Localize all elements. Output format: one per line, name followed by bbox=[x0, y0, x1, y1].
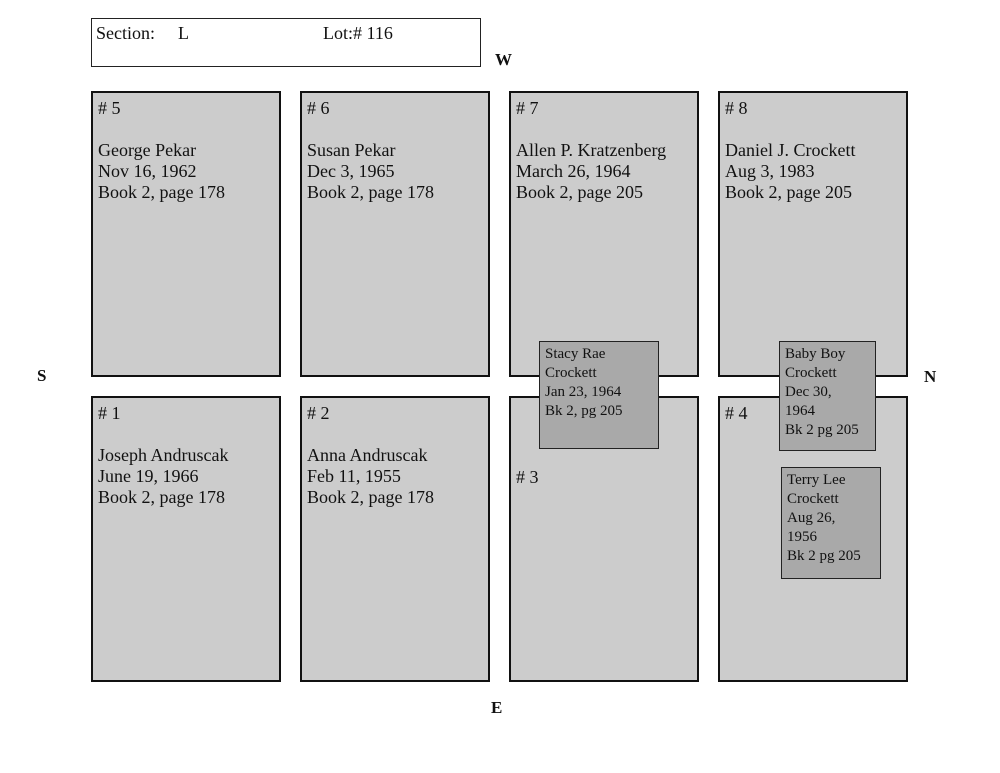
plot-name: Joseph Andruscak bbox=[98, 445, 229, 465]
plot-date: Dec 3, 1965 bbox=[307, 161, 395, 181]
plot-number: # 2 bbox=[307, 403, 330, 423]
burial-line: Crockett bbox=[785, 365, 837, 381]
lot-header-box: Section: L Lot:# 116 bbox=[91, 18, 481, 67]
lot-number: Lot:# 116 bbox=[323, 23, 393, 43]
plot-date: June 19, 1966 bbox=[98, 466, 199, 486]
plot-name: Anna Andruscak bbox=[307, 445, 428, 465]
burial-line: Crockett bbox=[787, 491, 839, 507]
section-label: Section: bbox=[96, 23, 155, 43]
burial-line: Bk 2 pg 205 bbox=[787, 548, 861, 564]
burial-line: Dec 30, bbox=[785, 384, 832, 400]
plot-name: Allen P. Kratzenberg bbox=[516, 140, 667, 160]
burial-line: 1956 bbox=[787, 529, 817, 545]
burial-line: Jan 23, 1964 bbox=[545, 384, 622, 400]
plot-date: Aug 3, 1983 bbox=[725, 161, 815, 181]
burial-line: Baby Boy bbox=[785, 346, 846, 362]
plot-number: # 7 bbox=[516, 98, 539, 118]
plot-date: March 26, 1964 bbox=[516, 161, 631, 181]
plot-record: Book 2, page 205 bbox=[725, 182, 852, 202]
section-value: L bbox=[178, 23, 189, 43]
plot-number: # 6 bbox=[307, 98, 330, 118]
plot-number: # 5 bbox=[98, 98, 121, 118]
plot-record: Book 2, page 178 bbox=[307, 487, 434, 507]
burial-line: 1964 bbox=[785, 403, 815, 419]
plot-name: Daniel J. Crockett bbox=[725, 140, 856, 160]
plot-date: Feb 11, 1955 bbox=[307, 466, 401, 486]
plot-number: # 3 bbox=[516, 467, 539, 487]
compass-east: E bbox=[491, 698, 503, 717]
plot-number: # 8 bbox=[725, 98, 748, 118]
burial-line: Stacy Rae bbox=[545, 346, 606, 362]
compass-south: S bbox=[37, 366, 47, 385]
burial-line: Terry Lee bbox=[787, 472, 846, 488]
plot-date: Nov 16, 1962 bbox=[98, 161, 197, 181]
plot-record: Book 2, page 178 bbox=[98, 182, 225, 202]
burial-line: Bk 2, pg 205 bbox=[545, 403, 623, 419]
burial-line: Aug 26, bbox=[787, 510, 836, 526]
compass-west: W bbox=[495, 50, 512, 69]
plot-record: Book 2, page 178 bbox=[98, 487, 225, 507]
burial-line: Crockett bbox=[545, 365, 597, 381]
plot-record: Book 2, page 178 bbox=[307, 182, 434, 202]
burial-line: Bk 2 pg 205 bbox=[785, 422, 859, 438]
plot-record: Book 2, page 205 bbox=[516, 182, 643, 202]
plot-number: # 1 bbox=[98, 403, 121, 423]
plot-name: George Pekar bbox=[98, 140, 197, 160]
plot-name: Susan Pekar bbox=[307, 140, 396, 160]
compass-north: N bbox=[924, 367, 937, 386]
plot-number: # 4 bbox=[725, 403, 748, 423]
